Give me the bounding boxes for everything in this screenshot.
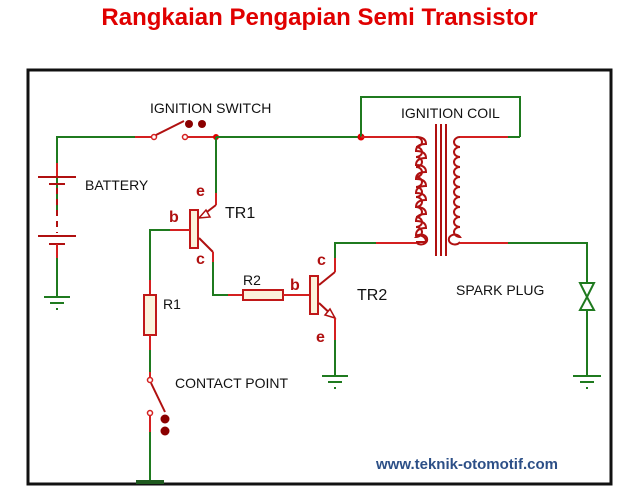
ground-icon [44, 296, 70, 310]
spark-plug-label: SPARK PLUG [456, 282, 544, 298]
contact-point-label: CONTACT POINT [175, 375, 288, 391]
wire-tr1-base [149, 229, 170, 280]
tr2-collector-pin: c [317, 252, 326, 269]
website-url: www.teknik-otomotif.com [375, 456, 558, 473]
contact-dot [160, 414, 170, 424]
ground-icon [322, 375, 348, 389]
ground-bar [136, 480, 164, 484]
resistor-r2 [242, 289, 284, 301]
wire-coil-to-spark [508, 242, 588, 283]
wire-tr1-collector [212, 262, 228, 296]
r1-label: R1 [163, 296, 181, 312]
switch-contact-dot [185, 120, 193, 128]
wire-coil-loop [360, 96, 521, 137]
tr2-base-pin: b [290, 277, 300, 294]
ignition-switch [150, 120, 214, 141]
tr2-base-bar [309, 275, 319, 315]
tr1-label: TR1 [225, 205, 255, 222]
tr2-emitter-arrow [323, 307, 337, 320]
ignition-switch-label: IGNITION SWITCH [150, 100, 271, 116]
battery-icon [38, 163, 76, 297]
tr1-collector-pin: c [196, 251, 205, 268]
switch-contact-dot [198, 120, 206, 128]
tr1-emitter-arrow [197, 208, 212, 219]
r2-label: R2 [243, 272, 261, 288]
resistor-r1 [143, 294, 157, 336]
secondary-winding [447, 136, 462, 246]
wire-coil-to-tr2 [334, 242, 376, 258]
page-title: Rangkaian Pengapian Semi Transistor [101, 4, 538, 31]
contact-point [136, 376, 170, 484]
tr1-emitter-pin: e [196, 183, 205, 200]
wire-battery-to-switch [56, 136, 152, 213]
spark-plug-icon [578, 282, 596, 376]
diagram-frame [26, 68, 613, 486]
ground-icon [573, 375, 601, 389]
tr2-emitter-pin: e [316, 329, 325, 346]
ignition-coil [414, 124, 462, 256]
contact-dot [160, 426, 170, 436]
primary-winding-coils [414, 136, 429, 246]
tr1-base-pin: b [169, 209, 179, 226]
tr1-base-bar [189, 209, 199, 249]
ignition-coil-label: IGNITION COIL [401, 105, 500, 121]
tr2-label: TR2 [357, 287, 387, 304]
battery-label: BATTERY [85, 177, 149, 193]
